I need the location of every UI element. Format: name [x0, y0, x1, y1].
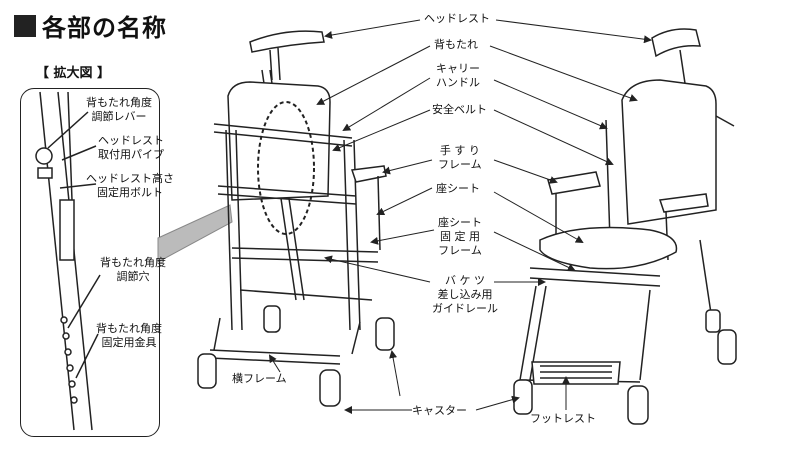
zoom-panel: [20, 88, 160, 437]
title-square-icon: [14, 14, 36, 37]
zoom-connector: [157, 204, 233, 263]
label-headrest-pipe: ヘッドレスト 取付用パイプ: [98, 134, 164, 161]
label-bucket-guide: バ ケ ツ 差し込み用 ガイドレール: [432, 274, 498, 315]
label-recline-lever: 背もたれ角度 調節レバー: [86, 96, 152, 123]
title-text: 各部の名称: [42, 14, 167, 42]
label-footrest: フットレスト: [530, 412, 596, 425]
page-title: 各部の名称: [14, 8, 167, 43]
label-seat-frame: 座シート 固 定 用 フレーム: [438, 216, 482, 257]
label-recline-holes: 背もたれ角度 調節穴: [100, 256, 166, 283]
label-backrest: 背もたれ: [434, 38, 478, 51]
label-headrest-bolt: ヘッドレスト高さ 固定用ボルト: [86, 172, 174, 199]
zoom-pipe-detail: [35, 91, 101, 431]
label-armrest-frame: 手 す り フレーム: [438, 144, 482, 171]
label-carry-handle: キャリー ハンドル: [436, 62, 480, 89]
label-side-frame: 横フレーム: [232, 372, 287, 385]
front-view-chair: [513, 28, 737, 425]
label-headrest: ヘッドレスト: [424, 12, 490, 25]
label-safety-belt: 安全ベルト: [432, 103, 487, 116]
label-seat: 座シート: [436, 182, 480, 195]
label-recline-bracket: 背もたれ角度 固定用金具: [96, 322, 162, 349]
zoom-panel-heading: 【 拡大図 】: [36, 66, 111, 81]
label-caster: キャスター: [412, 404, 467, 417]
leader-lines: [268, 19, 652, 414]
